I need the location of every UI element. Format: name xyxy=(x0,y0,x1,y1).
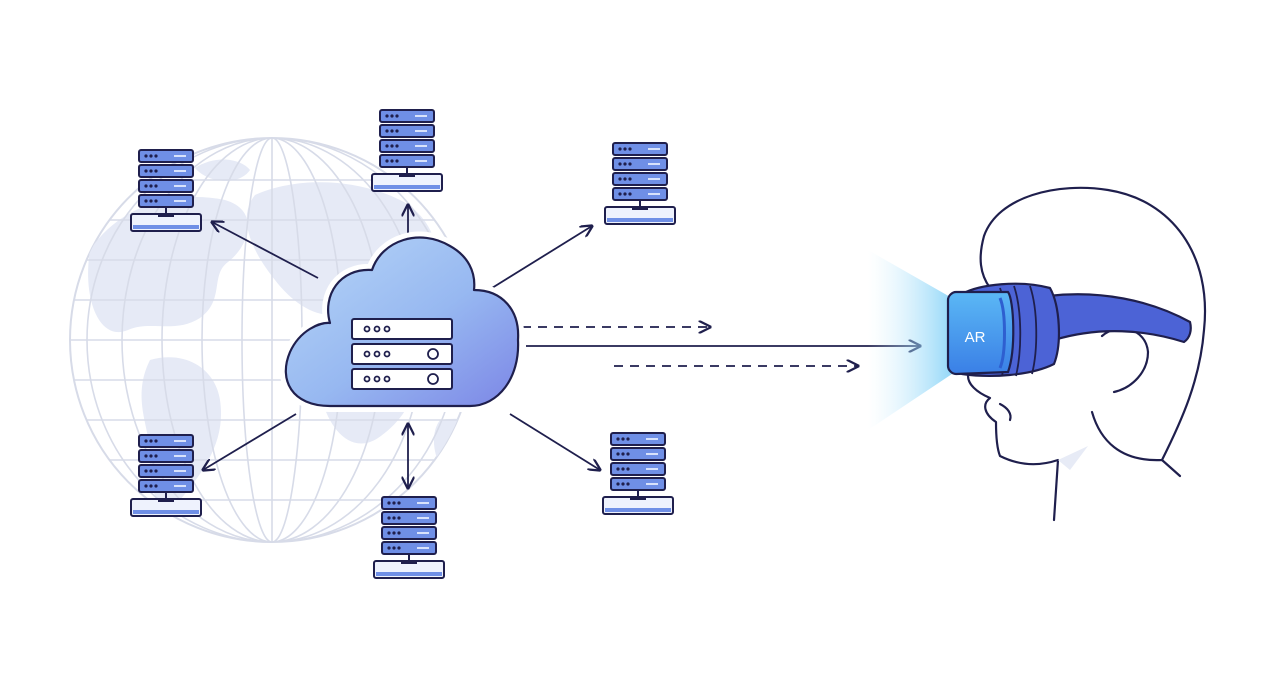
cloud-connections xyxy=(203,205,920,488)
server-rack-icon xyxy=(371,109,443,192)
arrow-to-server-top-left xyxy=(212,222,319,279)
server-rack-icon xyxy=(602,432,674,515)
arrow-to-server-bottom-right xyxy=(509,413,600,470)
neck-shadow xyxy=(1058,446,1088,470)
cloud-server-stack xyxy=(351,318,453,390)
server-rack-icon xyxy=(130,149,202,232)
cloud-icon xyxy=(279,231,525,412)
ar-projection-beam xyxy=(868,250,952,430)
arrow-to-server-top-right xyxy=(491,226,592,289)
headset-label: AR xyxy=(965,329,986,346)
server-rack-icon xyxy=(373,496,445,579)
server-rack-icon xyxy=(130,434,202,517)
ar-headset-icon: AR xyxy=(946,282,1192,377)
arrow-to-server-bottom-left xyxy=(203,413,297,470)
server-rack-icon xyxy=(604,142,676,225)
